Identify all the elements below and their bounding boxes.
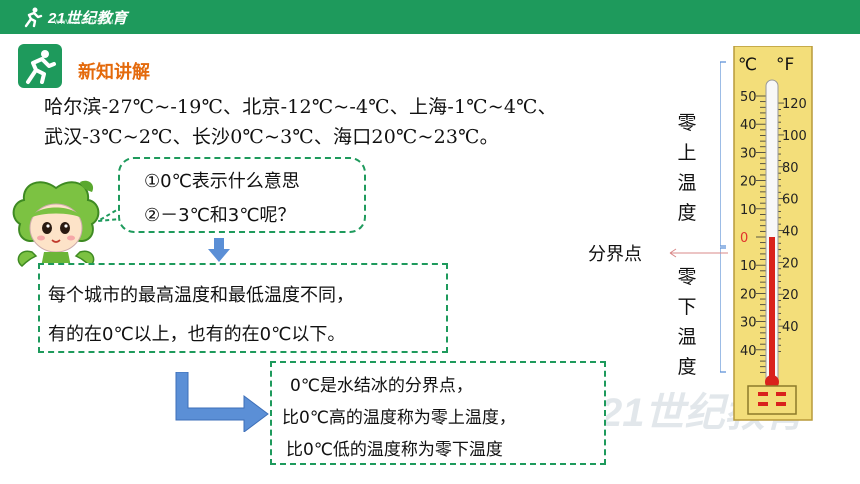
above-bracket xyxy=(720,61,726,247)
fahrenheit-ticks: 120 100 80 60 40 20 20 40 xyxy=(778,97,807,353)
leaf-mascot-icon xyxy=(12,180,100,272)
fahrenheit-tick-label: 120 xyxy=(782,97,807,112)
above-char-4: 度 xyxy=(677,202,697,224)
observation-line-2: 有的在0℃以上，也有的在0℃以下。 xyxy=(48,324,346,345)
celsius-tick-label: 40 xyxy=(740,118,757,133)
definition-box: 0℃是水结冰的分界点， 比0℃高的温度称为零上温度， 比0℃低的温度称为零下温度 xyxy=(270,361,606,465)
runner-logo-icon xyxy=(24,7,43,28)
section-runner-icon xyxy=(18,44,62,88)
unit-fahrenheit: °F xyxy=(776,55,794,75)
definition-line-3: 比0℃低的温度称为零下温度 xyxy=(286,440,503,460)
fahrenheit-tick-label: 40 xyxy=(782,225,799,240)
observation-line-1: 每个城市的最高温度和最低温度不同， xyxy=(48,285,354,306)
question-2: ②－3℃和3℃呢？ xyxy=(144,205,296,226)
site-logo: 21世纪教育 xyxy=(22,3,128,31)
city-temps-line-2: 武汉-3℃~2℃、长沙0℃~3℃、海口20℃~23℃。 xyxy=(44,126,499,148)
observation-box: 每个城市的最高温度和最低温度不同， 有的在0℃以上，也有的在0℃以下。 xyxy=(38,263,448,353)
below-char-2: 下 xyxy=(677,296,697,318)
below-char-1: 零 xyxy=(677,266,697,288)
unit-celsius: ℃ xyxy=(738,55,757,75)
down-arrow-icon xyxy=(208,238,230,262)
elbow-arrow-icon xyxy=(175,372,269,432)
mercury-column xyxy=(769,237,775,382)
divider-arrow-icon xyxy=(669,248,728,258)
celsius-tick-label: 30 xyxy=(740,316,757,331)
celsius-tick-label: 10 xyxy=(740,203,757,218)
below-char-3: 温 xyxy=(677,326,697,348)
question-1: ①0℃表示什么意思 xyxy=(144,171,300,192)
celsius-tick-label: 20 xyxy=(740,287,757,302)
fahrenheit-tick-label: 80 xyxy=(782,161,799,176)
fahrenheit-tick-label: 40 xyxy=(782,320,799,335)
above-zero-label: 零 上 温 度 xyxy=(676,108,698,228)
logo-url: WWW.21CNJY.COM xyxy=(54,20,114,26)
definition-line-1: 0℃是水结冰的分界点， xyxy=(290,376,473,396)
celsius-tick-label: 0 xyxy=(740,231,748,246)
celsius-tick-label: 30 xyxy=(740,146,757,161)
fahrenheit-tick-label: 60 xyxy=(782,193,799,208)
celsius-tick-label: 20 xyxy=(740,175,757,190)
divider-point-label: 分界点 xyxy=(588,244,642,265)
section-title: 新知讲解 xyxy=(78,62,150,83)
above-char-2: 上 xyxy=(677,142,697,164)
fahrenheit-tick-label: 20 xyxy=(782,256,799,271)
celsius-tick-label: 40 xyxy=(740,344,757,359)
city-temps-line-1: 哈尔滨-27℃~-19℃、北京-12℃~-4℃、上海-1℃~4℃、 xyxy=(44,96,557,118)
definition-line-2: 比0℃高的温度称为零上温度， xyxy=(282,408,516,428)
celsius-tick-label: 10 xyxy=(740,259,757,274)
question-bubble: ①0℃表示什么意思 ②－3℃和3℃呢？ xyxy=(118,157,366,233)
below-bracket xyxy=(720,247,726,373)
bubble-tail xyxy=(97,206,123,222)
below-char-4: 度 xyxy=(677,356,697,378)
celsius-ticks: 50 40 30 20 10 0 10 20 30 40 xyxy=(740,90,766,373)
fahrenheit-tick-label: 100 xyxy=(782,129,807,144)
fahrenheit-tick-label: 20 xyxy=(782,288,799,303)
above-char-1: 零 xyxy=(677,112,697,134)
celsius-tick-label: 50 xyxy=(740,90,757,105)
top-bar: 21世纪教育 WWW.21CNJY.COM xyxy=(0,0,860,34)
above-char-3: 温 xyxy=(677,172,697,194)
logo-text: 21世纪教育 xyxy=(48,9,128,27)
thermo-base xyxy=(747,385,797,415)
below-zero-label: 零 下 温 度 xyxy=(676,262,698,382)
